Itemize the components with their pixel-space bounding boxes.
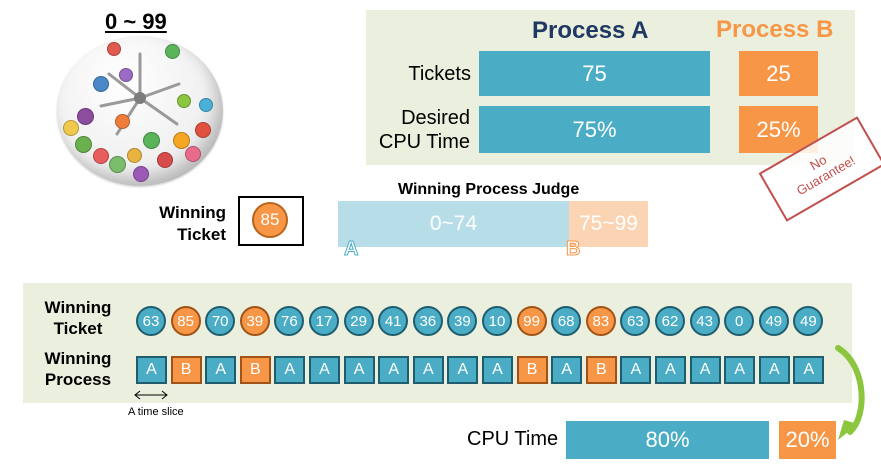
desired-label-line1: Desired	[401, 107, 470, 129]
cpu-time-a-cell: 80%	[566, 421, 769, 459]
process-a-desired-cell: 75%	[479, 106, 710, 153]
ticket-ball: 99	[516, 306, 547, 336]
process-b-heading: Process B	[716, 16, 834, 43]
lottery-ball	[157, 152, 173, 168]
lottery-ball	[195, 122, 211, 138]
sequence-ticket-label: Winning Ticket	[38, 297, 118, 339]
process-box: A	[378, 356, 410, 384]
process-box: A	[136, 356, 167, 384]
ticket-ball: 29	[343, 306, 374, 336]
process-box: A	[655, 356, 686, 384]
process-box: A	[482, 356, 513, 384]
ticket-ball: 63	[136, 306, 166, 336]
lottery-ball	[115, 114, 130, 129]
seq-process-label-line2: Process	[44, 370, 112, 389]
process-box: B	[170, 356, 202, 384]
process-box: A	[551, 356, 583, 384]
lottery-ball	[143, 132, 160, 149]
lottery-ball	[119, 68, 133, 82]
process-box: A	[309, 356, 340, 384]
ticket-ball: 43	[689, 306, 720, 336]
ticket-ball: 41	[378, 306, 409, 336]
seq-ticket-label-line1: Winning	[44, 298, 112, 317]
winning-ticket-ball: 85	[252, 202, 288, 238]
lottery-ball	[177, 94, 191, 108]
judge-range-b: 75~99	[569, 201, 648, 247]
lottery-ball	[109, 156, 126, 173]
time-slice-arrow	[134, 390, 168, 400]
time-slice-label: A time slice	[128, 406, 184, 418]
ticket-ball: 49	[793, 306, 824, 336]
lottery-ball	[127, 148, 142, 163]
desired-label-line2: CPU Time	[378, 131, 470, 153]
ticket-ball: 70	[205, 306, 236, 336]
ticket-ball: 39	[447, 306, 478, 336]
tickets-row-label: Tickets	[408, 63, 471, 85]
lottery-ball	[173, 132, 190, 149]
seq-process-label-line1: Winning	[44, 349, 112, 368]
seq-ticket-label-line2: Ticket	[53, 319, 103, 338]
judge-letter-b: B	[565, 238, 581, 261]
drum-title: 0 ~ 99	[105, 9, 167, 34]
lottery-ball	[185, 146, 201, 162]
cpu-time-b-cell: 20%	[779, 421, 836, 459]
process-box: A	[343, 356, 375, 384]
ticket-ball: 63	[620, 306, 651, 336]
ticket-ball: 17	[309, 306, 339, 336]
sequence-process-label: Winning Process	[38, 348, 118, 390]
process-a-tickets-cell: 75	[479, 51, 710, 96]
lottery-ball	[75, 136, 92, 153]
desired-cpu-row-label: Desired CPU Time	[366, 106, 470, 154]
lottery-ball	[77, 108, 94, 125]
process-box: A	[205, 356, 237, 384]
process-box: A	[793, 356, 825, 384]
lottery-ball	[199, 98, 213, 112]
process-box: A	[724, 356, 756, 384]
ticket-ball: 62	[655, 306, 685, 336]
ticket-ball: 0	[724, 306, 755, 336]
lottery-ball	[165, 44, 180, 59]
process-box: A	[274, 356, 306, 384]
ticket-ball: 49	[758, 306, 789, 336]
process-a-heading: Process A	[532, 17, 649, 44]
process-box: B	[516, 356, 548, 384]
lottery-ball	[63, 120, 79, 136]
ticket-ball: 36	[412, 306, 443, 336]
judge-title: Winning Process Judge	[398, 181, 580, 198]
drum-spokes	[99, 52, 181, 136]
judge-letter-a: A	[343, 238, 359, 261]
process-box: A	[689, 356, 721, 384]
winning-ticket-label-line2: Ticket	[177, 225, 226, 244]
process-box: B	[585, 356, 617, 384]
process-box: A	[620, 356, 652, 384]
process-box: A	[412, 356, 444, 384]
cpu-time-label: CPU Time	[467, 428, 559, 450]
lottery-ball	[93, 148, 109, 164]
ticket-ball: 39	[239, 306, 270, 336]
process-box: A	[758, 356, 790, 384]
ticket-ball: 68	[551, 306, 582, 336]
ticket-ball: 76	[274, 306, 305, 336]
winning-ticket-label: Winning Ticket	[150, 202, 226, 246]
process-b-tickets-cell: 25	[739, 51, 818, 96]
lottery-drum-image	[57, 36, 223, 186]
lottery-ball	[93, 76, 109, 92]
winning-ticket-box	[238, 196, 304, 246]
ticket-ball: 83	[585, 306, 616, 336]
sequence-panel	[23, 283, 852, 403]
winning-ticket-label-line1: Winning	[159, 203, 226, 222]
judge-range-a: 0~74	[338, 201, 569, 247]
process-box: B	[239, 356, 271, 384]
ticket-ball: 85	[170, 306, 201, 336]
process-box: A	[447, 356, 479, 384]
lottery-ball	[107, 42, 121, 56]
result-arrow	[835, 345, 865, 440]
lottery-ball	[133, 166, 149, 182]
ticket-ball: 10	[482, 306, 512, 336]
